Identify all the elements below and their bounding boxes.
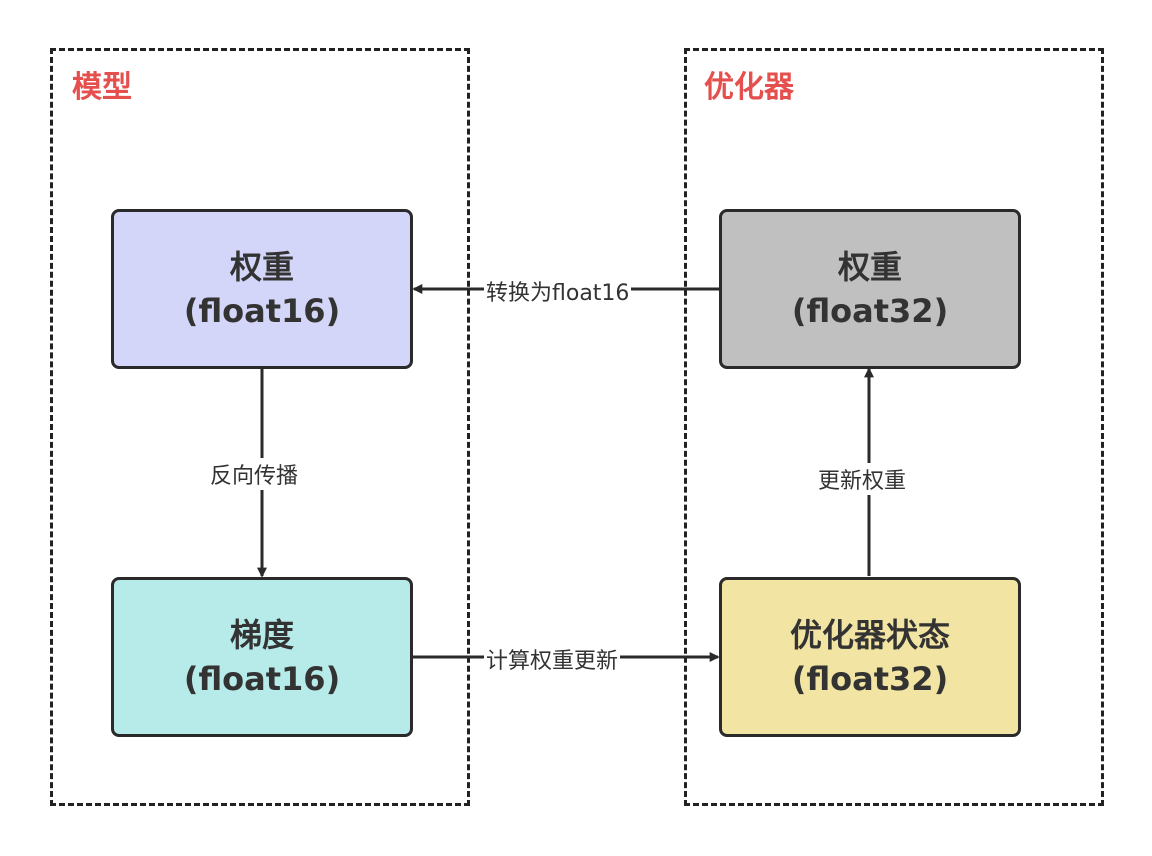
- model-group-title: 模型: [72, 70, 132, 105]
- node-weights-fp32: 权重 (float32): [719, 209, 1021, 369]
- node-weights-fp16-title: 权重: [229, 248, 294, 286]
- node-optimizer-state-title: 优化器状态: [789, 616, 950, 654]
- node-weights-fp16-dtype: (float16): [183, 292, 341, 330]
- node-optimizer-state-dtype: (float32): [791, 660, 949, 698]
- edge-label-update-weights: 更新权重: [816, 463, 909, 495]
- model-group: [50, 48, 470, 806]
- node-weights-fp32-dtype: (float32): [791, 292, 949, 330]
- edge-label-convert: 转换为float16: [484, 275, 632, 307]
- node-weights-fp32-title: 权重: [837, 248, 902, 286]
- node-grads-fp16: 梯度 (float16): [111, 577, 413, 737]
- node-grads-fp16-title: 梯度: [229, 616, 294, 654]
- node-grads-fp16-dtype: (float16): [183, 660, 341, 698]
- node-optimizer-state-fp32: 优化器状态 (float32): [719, 577, 1021, 737]
- optimizer-group-title: 优化器: [704, 70, 794, 105]
- optimizer-group: [684, 48, 1104, 806]
- edge-label-compute-update: 计算权重更新: [484, 643, 621, 675]
- edge-label-backprop: 反向传播: [208, 458, 301, 490]
- node-weights-fp16: 权重 (float16): [111, 209, 413, 369]
